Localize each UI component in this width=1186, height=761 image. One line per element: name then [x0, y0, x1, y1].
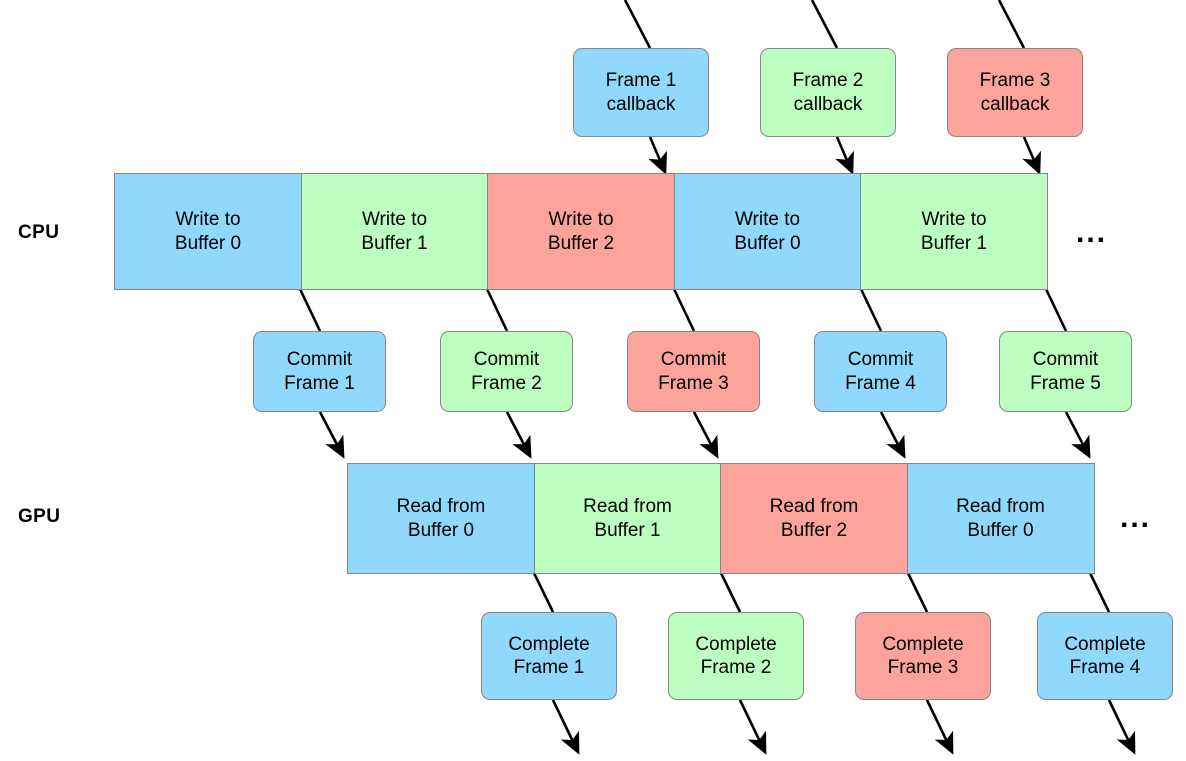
- gpu-segment-1[interactable]: Read from Buffer 0: [347, 463, 535, 574]
- gpu-lane-label: GPU: [18, 506, 61, 527]
- frame-callback-1-line2: callback: [606, 93, 676, 115]
- gpu-segment-2-line2: Buffer 1: [594, 519, 661, 541]
- gpu-segment-2[interactable]: Read from Buffer 1: [533, 463, 722, 574]
- frame-callback-3-line2: callback: [980, 93, 1050, 115]
- gpu-segment-1-line2: Buffer 0: [407, 519, 475, 541]
- edge-commit-5-to-gpu: [1064, 411, 1091, 459]
- frame-callback-3-line1: Frame 3: [979, 70, 1051, 92]
- edge-cpu-4-to-commit-4: [859, 288, 883, 332]
- complete-box-3[interactable]: Complete Frame 3: [855, 612, 991, 700]
- gpu-segment-3-line2: Buffer 2: [780, 519, 848, 541]
- gpu-segment-4[interactable]: Read from Buffer 0: [906, 463, 1095, 574]
- edge-complete-1-out: [551, 699, 580, 755]
- cpu-segment-1-line2: Buffer 0: [174, 232, 242, 254]
- gpu-segment-1-line1: Read from: [396, 496, 486, 518]
- frame-callback-box-1[interactable]: Frame 1 callback: [573, 48, 709, 137]
- gpu-segment-4-line1: Read from: [956, 496, 1045, 518]
- commit-4-line1: Commit: [847, 349, 914, 371]
- commit-box-1[interactable]: Commit Frame 1: [253, 331, 386, 412]
- cpu-lane-ellipsis: ...: [1076, 216, 1108, 249]
- gpu-segment-4-line2: Buffer 0: [967, 519, 1034, 541]
- complete-4-line2: Frame 4: [1069, 657, 1141, 678]
- frame-callback-box-3[interactable]: Frame 3 callback: [947, 48, 1083, 137]
- cpu-segment-1[interactable]: Write to Buffer 0: [114, 173, 302, 290]
- commit-1-line2: Frame 1: [284, 372, 355, 394]
- cpu-segment-5[interactable]: Write to Buffer 1: [860, 173, 1048, 290]
- gpu-segment-3[interactable]: Read from Buffer 2: [720, 463, 908, 574]
- edge-in-callback-3: [997, 0, 1026, 49]
- complete-1-line1: Complete: [508, 633, 590, 655]
- complete-box-4[interactable]: Complete Frame 4: [1037, 612, 1173, 700]
- commit-box-3[interactable]: Commit Frame 3: [627, 331, 760, 412]
- frame-callback-box-2[interactable]: Frame 2 callback: [760, 48, 896, 137]
- edge-callback-2-to-cpu: [835, 136, 854, 175]
- commit-box-5[interactable]: Commit Frame 5: [999, 331, 1132, 412]
- commit-5-line1: Commit: [1032, 349, 1099, 371]
- cpu-segment-2-line1: Write to: [361, 209, 428, 231]
- cpu-segment-3[interactable]: Write to Buffer 2: [487, 173, 675, 290]
- cpu-segment-4-line1: Write to: [734, 209, 801, 231]
- frame-callback-1-line1: Frame 1: [605, 70, 677, 92]
- cpu-segment-2-line2: Buffer 1: [361, 232, 428, 254]
- cpu-segment-5-line1: Write to: [921, 209, 987, 231]
- complete-3-line1: Complete: [882, 633, 964, 655]
- gpu-segment-2-line1: Read from: [583, 496, 672, 518]
- frame-callback-2-line2: callback: [793, 93, 863, 115]
- edge-callback-3-to-cpu: [1022, 136, 1041, 175]
- cpu-segment-3-line2: Buffer 2: [547, 232, 615, 254]
- cpu-lane-label: CPU: [18, 222, 60, 243]
- complete-box-2[interactable]: Complete Frame 2: [668, 612, 804, 700]
- commit-2-line2: Frame 2: [471, 372, 542, 394]
- edge-gpu-2-to-complete-2: [719, 572, 742, 613]
- commit-5-line2: Frame 5: [1030, 372, 1101, 394]
- commit-3-line2: Frame 3: [658, 372, 729, 394]
- complete-2-line2: Frame 2: [700, 657, 772, 678]
- complete-2-line1: Complete: [695, 633, 777, 655]
- gpu-lane-ellipsis: ...: [1120, 501, 1152, 534]
- edge-in-callback-1: [623, 0, 652, 49]
- commit-1-line1: Commit: [286, 349, 353, 371]
- edge-cpu-1-to-commit-1: [298, 288, 322, 332]
- gpu-segment-3-line1: Read from: [769, 496, 859, 518]
- edge-gpu-3-to-complete-3: [906, 572, 929, 613]
- cpu-segment-4[interactable]: Write to Buffer 0: [673, 173, 862, 290]
- commit-box-2[interactable]: Commit Frame 2: [440, 331, 573, 412]
- edge-gpu-1-to-complete-1: [532, 572, 555, 613]
- edge-in-callback-2: [810, 0, 839, 49]
- commit-box-4[interactable]: Commit Frame 4: [814, 331, 947, 412]
- edge-commit-4-to-gpu: [879, 411, 906, 459]
- commit-3-line1: Commit: [660, 349, 727, 371]
- cpu-segment-2[interactable]: Write to Buffer 1: [300, 173, 489, 290]
- cpu-segment-5-line2: Buffer 1: [920, 232, 988, 254]
- edge-gpu-4-to-complete-4: [1088, 572, 1111, 613]
- edge-complete-4-out: [1107, 699, 1136, 755]
- edge-cpu-3-to-commit-3: [672, 288, 696, 332]
- commit-2-line1: Commit: [473, 349, 540, 371]
- commit-4-line2: Frame 4: [845, 372, 916, 394]
- cpu-segment-3-line1: Write to: [548, 209, 614, 231]
- frame-callback-2-line1: Frame 2: [792, 70, 864, 92]
- edge-commit-3-to-gpu: [692, 411, 719, 459]
- edge-commit-2-to-gpu: [505, 411, 532, 459]
- complete-3-line2: Frame 3: [887, 657, 959, 678]
- gpu-lane: Read from Buffer 0 Read from Buffer 1 Re…: [347, 463, 1095, 574]
- edge-complete-2-out: [738, 699, 767, 755]
- edge-cpu-5-to-commit-5: [1044, 288, 1068, 332]
- cpu-lane: Write to Buffer 0 Write to Buffer 1 Writ…: [114, 173, 1048, 290]
- edge-callback-1-to-cpu: [648, 136, 667, 175]
- edge-complete-3-out: [925, 699, 954, 755]
- complete-1-line2: Frame 1: [513, 657, 585, 678]
- cpu-segment-1-line1: Write to: [175, 209, 241, 231]
- cpu-segment-4-line2: Buffer 0: [734, 232, 801, 254]
- complete-4-line1: Complete: [1064, 633, 1146, 655]
- edge-cpu-2-to-commit-2: [485, 288, 509, 332]
- edge-commit-1-to-gpu: [318, 411, 345, 459]
- complete-box-1[interactable]: Complete Frame 1: [481, 612, 617, 700]
